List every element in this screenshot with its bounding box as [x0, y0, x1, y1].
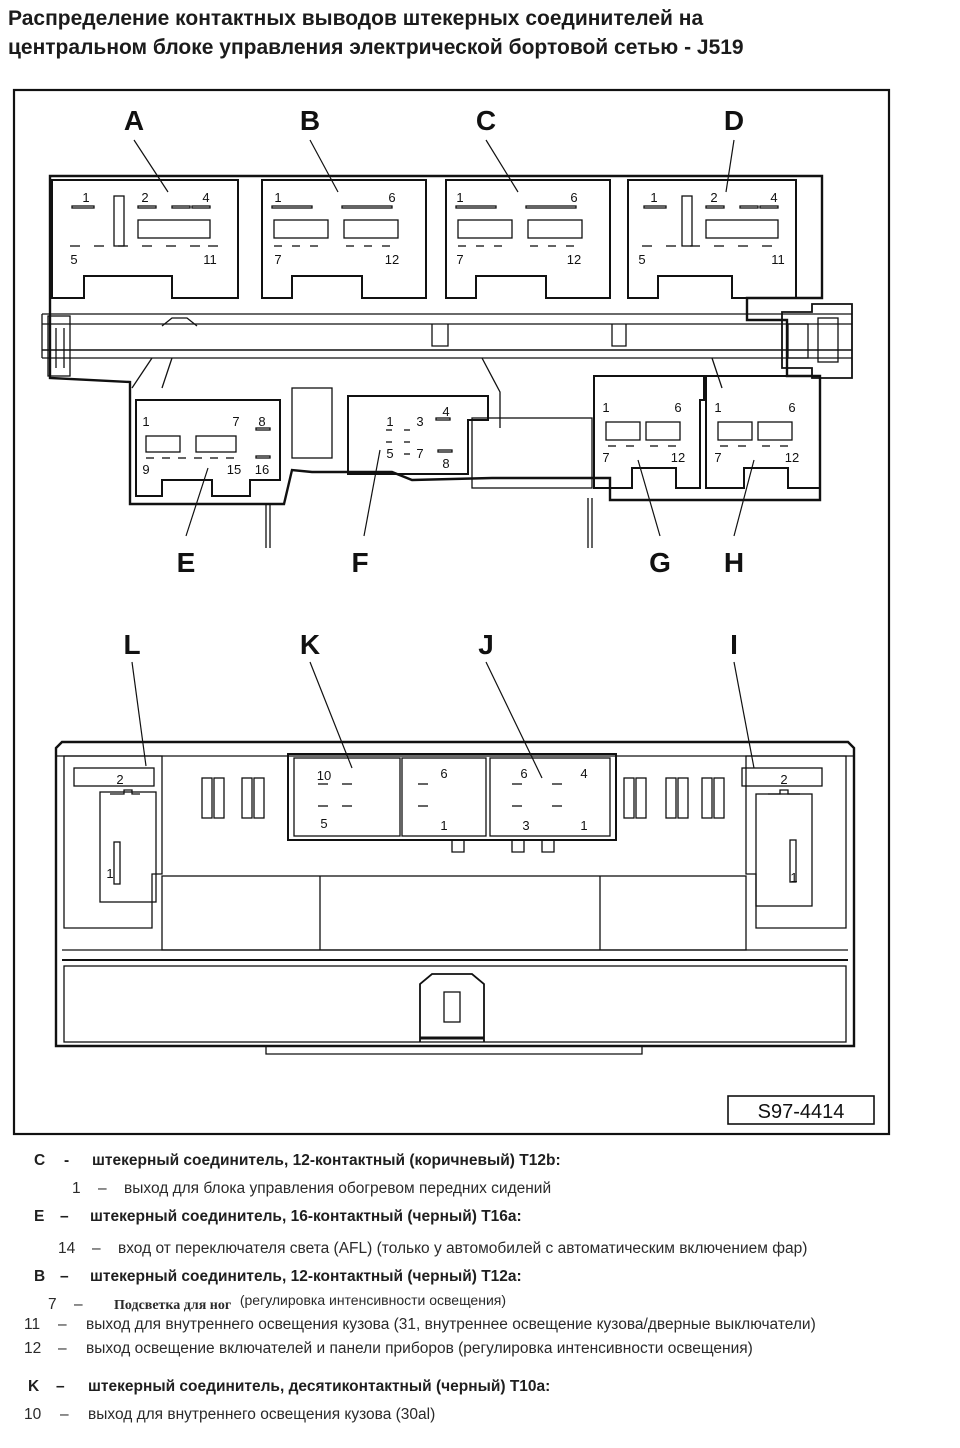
note-b-12: 12–выход освещение включателей и панели … — [24, 1340, 753, 1357]
note-k-head: K–штекерный соединитель, десятиконтактны… — [28, 1378, 551, 1395]
label-k: K — [300, 629, 320, 660]
pin-j-6: 6 — [520, 766, 527, 781]
pin-b-7: 7 — [274, 252, 281, 267]
label-f: F — [351, 547, 368, 578]
vents — [201, 777, 725, 819]
title-line-2: центральном блоке управления электрическ… — [8, 36, 744, 59]
pin-g-6: 6 — [674, 400, 681, 415]
bottom-unit-body — [54, 740, 856, 1055]
pin-d-2: 2 — [710, 190, 717, 205]
label-j: J — [478, 629, 494, 660]
pin-j-1: 1 — [580, 818, 587, 833]
leader-lines-top — [133, 139, 755, 537]
pin-h-12: 12 — [785, 450, 799, 465]
handwritten-annotation: Подсветка для ног — [114, 1298, 232, 1313]
pin-a-11: 11 — [203, 252, 217, 267]
pin-b-1: 1 — [274, 190, 281, 205]
connector-a-shape — [51, 179, 239, 299]
pin-g-7: 7 — [602, 450, 609, 465]
pin-g-1: 1 — [602, 400, 609, 415]
pin-f-4: 4 — [442, 404, 449, 419]
pin-b-12: 12 — [385, 252, 399, 267]
pin-e-1: 1 — [142, 414, 149, 429]
note-b-head: B–штекерный соединитель, 12-контактный (… — [34, 1268, 522, 1285]
pin-i-1: 1 — [790, 870, 797, 885]
pin-c-6: 6 — [570, 190, 577, 205]
label-i: I — [730, 629, 738, 660]
pin-e-9: 9 — [142, 462, 149, 477]
title-line-1: Распределение контактных выводов штекерн… — [8, 7, 704, 30]
top-unit-body — [41, 174, 853, 548]
page-title: Распределение контактных выводов штекерн… — [8, 4, 953, 62]
note-e-head: E–штекерный соединитель, 16-контактный (… — [34, 1208, 522, 1225]
connector-d-shape — [627, 179, 797, 299]
connector-e-shape — [135, 399, 281, 497]
connector-b-shape — [261, 179, 427, 299]
pin-f-8: 8 — [442, 456, 449, 471]
diagram-code: S97-4414 — [758, 1101, 845, 1123]
pin-j-3: 3 — [522, 818, 529, 833]
pin-f-5: 5 — [386, 446, 393, 461]
pin-e-16: 16 — [255, 462, 269, 477]
pin-d-11: 11 — [771, 252, 785, 267]
pin-l-2: 2 — [116, 772, 123, 787]
pin-a-1: 1 — [82, 190, 89, 205]
pin-f-7: 7 — [416, 446, 423, 461]
pin-j-4: 4 — [580, 766, 587, 781]
connector-diagram: A B C D E F G H L K J I 1 2 4 5 11 1 6 7… — [12, 88, 918, 1140]
label-b: B — [300, 105, 320, 136]
label-c: C — [476, 105, 496, 136]
pin-b-6: 6 — [388, 190, 395, 205]
connector-k-left — [293, 757, 401, 837]
pin-h-7: 7 — [714, 450, 721, 465]
pin-d-4: 4 — [770, 190, 777, 205]
label-e: E — [177, 547, 196, 578]
note-b-11: 11–выход для внутреннего освещения кузов… — [24, 1316, 816, 1333]
connector-c-shape — [445, 179, 611, 299]
connector-k-right — [401, 757, 487, 837]
leader-lines-bottom — [131, 661, 755, 779]
pin-l-1: 1 — [106, 866, 113, 881]
pin-e-15: 15 — [227, 462, 241, 477]
pin-d-5: 5 — [638, 252, 645, 267]
pin-c-1: 1 — [456, 190, 463, 205]
label-g: G — [649, 547, 671, 578]
pin-d-1: 1 — [650, 190, 657, 205]
pin-c-7: 7 — [456, 252, 463, 267]
note-c-1: 1–выход для блока управления обогревом п… — [72, 1180, 552, 1197]
code-box — [727, 1095, 875, 1125]
note-b-7: 7–Подсветка для ног (регулировка интенси… — [48, 1292, 507, 1313]
pin-a-5: 5 — [70, 252, 77, 267]
connector-g-shape — [593, 375, 705, 489]
note-k-10: 10–выход для внутреннего освещения кузов… — [24, 1406, 436, 1423]
pin-e-8: 8 — [258, 414, 265, 429]
pin-k-1: 1 — [440, 818, 447, 833]
pin-g-12: 12 — [671, 450, 685, 465]
pin-f-1: 1 — [386, 414, 393, 429]
diagram-frame — [12, 88, 891, 1136]
pin-numbers: 1 2 4 5 11 1 6 7 12 1 6 7 12 1 2 4 5 11 … — [70, 190, 799, 885]
pin-i-2: 2 — [780, 772, 787, 787]
label-d: D — [724, 105, 744, 136]
label-h: H — [724, 547, 744, 578]
connector-f-shape — [347, 395, 489, 475]
pin-a-2: 2 — [141, 190, 148, 205]
pin-h-6: 6 — [788, 400, 795, 415]
diagram-svg: A B C D E F G H L K J I 1 2 4 5 11 1 6 7… — [12, 88, 891, 1136]
pin-f-3: 3 — [416, 414, 423, 429]
note-c-head: C-штекерный соединитель, 12-контактный (… — [34, 1152, 561, 1169]
connector-h-shape — [705, 375, 821, 489]
pin-e-7: 7 — [232, 414, 239, 429]
label-l: L — [123, 629, 140, 660]
pin-c-12: 12 — [567, 252, 581, 267]
connector-j-shape — [489, 757, 611, 837]
note-e-14: 14–вход от переключателя света (AFL) (то… — [58, 1240, 808, 1257]
pin-k-10: 10 — [317, 768, 331, 783]
label-a: A — [124, 105, 144, 136]
pin-a-4: 4 — [202, 190, 209, 205]
pin-h-1: 1 — [714, 400, 721, 415]
pin-k-6: 6 — [440, 766, 447, 781]
pin-k-5: 5 — [320, 816, 327, 831]
